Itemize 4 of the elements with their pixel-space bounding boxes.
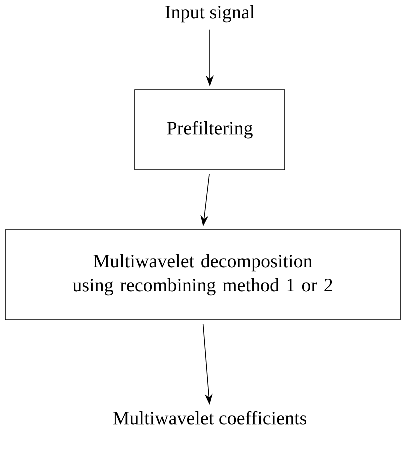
process-box: Multiwavelet decomposition using recombining method 1 or 2: [5, 230, 401, 320]
process-box: Prefiltering: [134, 90, 286, 170]
signal-label: Input signal: [166, 5, 255, 23]
signal-label: Multiwavelet coefficients: [113, 411, 307, 425]
